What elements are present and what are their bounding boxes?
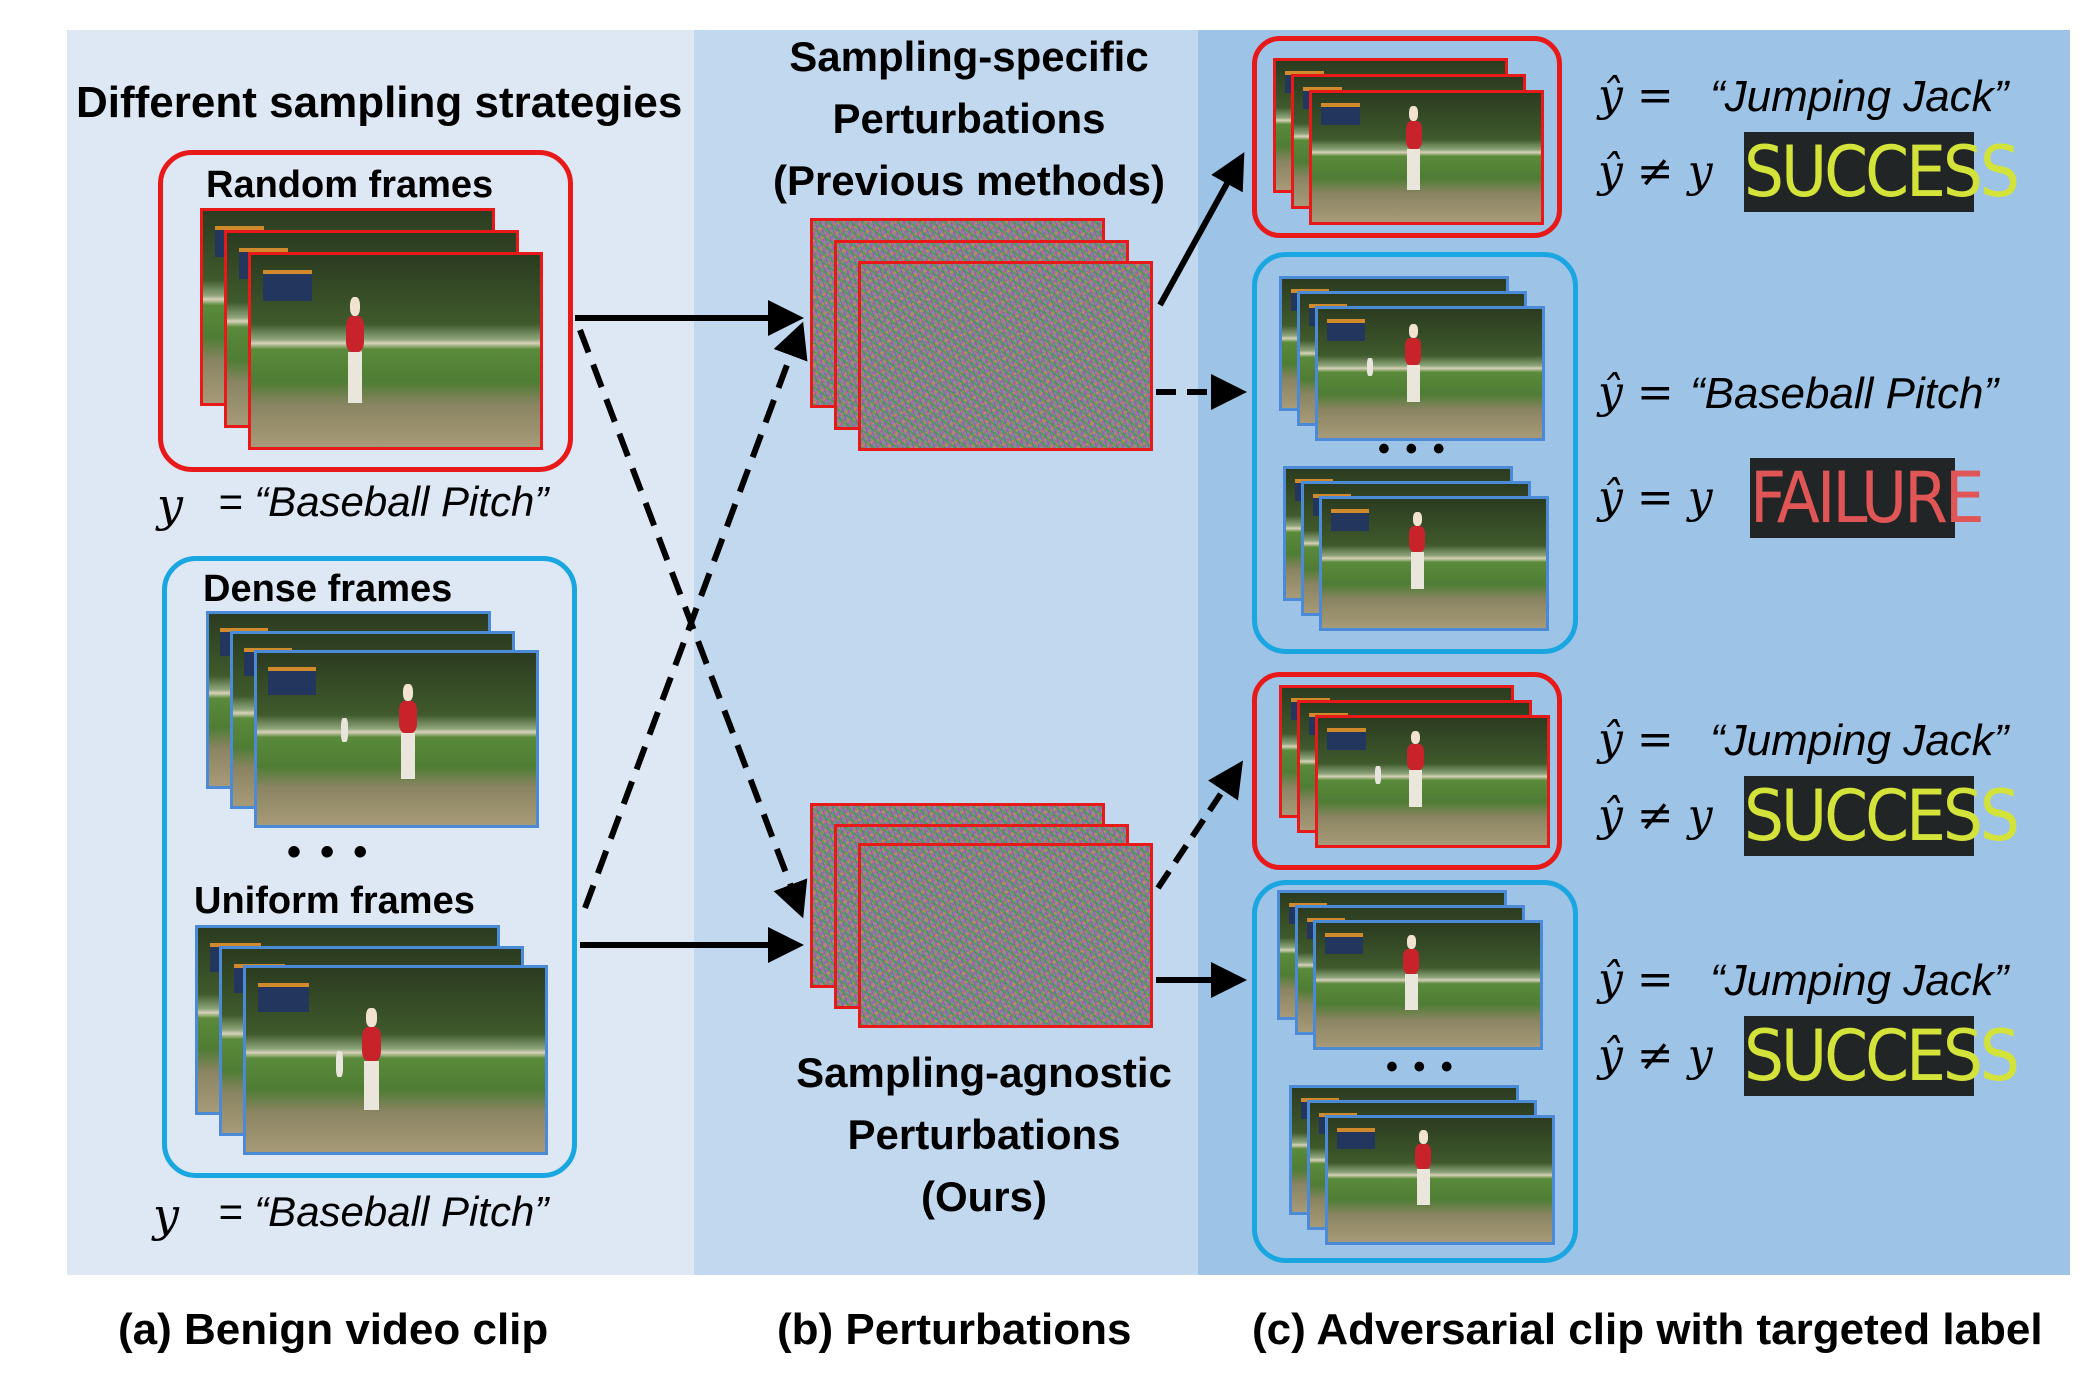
result-3-compare: ŷ ≠ y: [1598, 790, 1713, 841]
label-y-1: y: [157, 478, 183, 532]
label-value-1: = “Baseball Pitch”: [218, 478, 549, 525]
caption-c: (c) Adversarial clip with targeted label: [1252, 1305, 2043, 1354]
arrow-specific-to-result-1: [1157, 152, 1245, 307]
result-2-frame-6: [1319, 496, 1549, 631]
result-4-frame-6: [1325, 1115, 1555, 1245]
result-1-box: [1252, 36, 1562, 238]
result-4-frame-3: [1313, 920, 1543, 1050]
uniform-frames-label: Uniform frames: [194, 880, 475, 922]
random-frames-box: [158, 150, 573, 472]
result-4-yhat-eq: ŷ =: [1598, 954, 1674, 1005]
caption-b: (b) Perturbations: [777, 1305, 1132, 1354]
result-1-frame-3: [1309, 90, 1544, 225]
previous-methods-title: Sampling-specific Perturbations (Previou…: [773, 26, 1165, 212]
uniform-frame-3: [243, 965, 548, 1155]
ours-title: Sampling-agnostic Perturbations (Ours): [796, 1042, 1172, 1228]
result-4-box: [1252, 880, 1578, 1263]
label-value-2: = “Baseball Pitch”: [218, 1188, 549, 1235]
dense-uniform-box: [162, 556, 577, 1178]
result-2-box: [1252, 252, 1578, 654]
agnostic-noise-frame-3: [858, 843, 1153, 1028]
result-3-yhat-eq: ŷ =: [1598, 714, 1674, 765]
result-2-compare: ŷ = y: [1598, 472, 1713, 523]
result-1-status: SUCCESS: [1744, 131, 2020, 213]
result-4-ellipsis: • • •: [1386, 1048, 1456, 1086]
result-3-frame-3: [1315, 715, 1550, 848]
ours-title-line-2: Perturbations: [847, 1111, 1121, 1158]
result-2-label: “Baseball Pitch”: [1690, 369, 1999, 418]
label-y-2: y: [153, 1188, 179, 1242]
result-2-status: FAILURE: [1750, 457, 1985, 539]
dense-frame-3: [254, 650, 539, 828]
result-4-compare: ŷ ≠ y: [1598, 1030, 1713, 1081]
result-2-frame-3: [1315, 306, 1545, 441]
random-frame-3: [248, 252, 543, 450]
result-2-ellipsis: • • •: [1378, 430, 1448, 468]
result-3-box: [1252, 672, 1562, 870]
previous-title-line-1: Sampling-specific: [789, 33, 1149, 80]
caption-a: (a) Benign video clip: [118, 1305, 549, 1354]
result-3-status: SUCCESS: [1744, 775, 2020, 857]
result-1-yhat-eq: ŷ =: [1598, 70, 1674, 121]
previous-title-line-3: (Previous methods): [772, 157, 1166, 204]
specific-noise-frame-3: [858, 261, 1153, 451]
arrow-agnostic-to-result-3: [1155, 760, 1243, 890]
result-4-label: “Jumping Jack”: [1710, 956, 2009, 1005]
previous-title-line-2: Perturbations: [832, 95, 1106, 142]
panel-a-heading: Different sampling strategies: [76, 78, 683, 127]
result-2-yhat-eq: ŷ =: [1598, 367, 1674, 418]
random-frames-label: Random frames: [206, 164, 494, 206]
dense-ellipsis: • • •: [287, 830, 372, 874]
result-1-label: “Jumping Jack”: [1710, 72, 2009, 121]
ours-title-line-1: Sampling-agnostic: [796, 1049, 1172, 1096]
arrow-uniform-to-specific: [582, 321, 808, 910]
dense-frames-label: Dense frames: [203, 568, 453, 610]
result-1-compare: ŷ ≠ y: [1598, 146, 1713, 197]
result-3-label: “Jumping Jack”: [1710, 716, 2009, 765]
ours-title-line-3: (Ours): [920, 1173, 1047, 1220]
result-4-status: SUCCESS: [1744, 1015, 2020, 1097]
